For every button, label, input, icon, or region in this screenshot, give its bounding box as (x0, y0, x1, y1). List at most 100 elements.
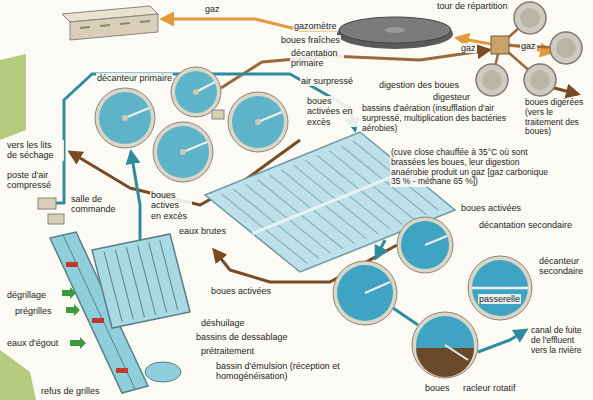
primary-decanter (193, 89, 199, 95)
pretreatment (92, 318, 104, 323)
gasometer (337, 17, 453, 49)
primary-decanter (180, 149, 186, 155)
flow-label: gaz (520, 41, 537, 51)
primary-decanter (196, 82, 215, 92)
digester (556, 38, 576, 58)
pretreatment (92, 234, 190, 328)
pretreatment (38, 198, 190, 393)
flow-label: refus de grilles (40, 386, 101, 396)
pretreatment (48, 214, 64, 224)
part-label: tour de répartition (436, 1, 509, 11)
pipe (376, 240, 385, 258)
pipe (478, 330, 526, 352)
part-label: digesteur (432, 92, 471, 102)
secondary-decanter (412, 312, 478, 378)
primary-decanter (175, 71, 217, 113)
part-label: décanteur primaire (96, 73, 173, 83)
flow-label: gaz (204, 4, 221, 14)
part-label: dégrillage (6, 290, 47, 300)
digester (520, 8, 540, 28)
part-label: prétraitement (200, 346, 255, 356)
secondary-decanter (333, 261, 397, 325)
flow-label: boues activées en excès (306, 96, 360, 127)
pretreatment (62, 287, 76, 299)
pretreatment (116, 368, 128, 373)
gasometer (385, 27, 405, 33)
grass (0, 54, 36, 400)
secondary-decanter (472, 287, 528, 290)
pretreatment (145, 362, 181, 382)
part-label: décantation primaire (290, 48, 344, 69)
pretreatment (66, 304, 80, 316)
digester (482, 70, 502, 90)
part-label: bassin d'émulsion (réception et homogéné… (215, 361, 349, 382)
primary-decanter (125, 108, 149, 118)
flow-label: eaux d'égout (6, 338, 59, 348)
flow-label: eaux brutes (178, 226, 227, 236)
pipe (393, 308, 418, 325)
part-label: bassins d'aération (insufflation d'air s… (361, 104, 525, 133)
flow-label: boues actives en excès (150, 190, 192, 221)
primary-decanter (157, 126, 209, 178)
flow-label: boues activées (210, 286, 272, 296)
digester (524, 64, 556, 96)
secondary-decanter (468, 256, 532, 320)
part-label: racleur rotatif (462, 383, 517, 393)
grass (0, 54, 26, 140)
part-label: salle de commande (70, 194, 116, 215)
primary-decanter (95, 88, 155, 148)
part-label: bassins de dessablage (195, 332, 289, 342)
secondary-decanter (445, 345, 468, 360)
building (70, 14, 158, 40)
secondary-decanter (425, 236, 447, 245)
flow-label: boues activées (460, 203, 522, 213)
flow-label: vers les lits de séchage (6, 140, 64, 161)
pretreatment (104, 240, 178, 321)
primary-decanter (258, 112, 282, 122)
flow-label: boues fraîches (280, 35, 341, 45)
secondary-decanter (365, 282, 390, 293)
primary-decanter (232, 96, 284, 148)
pipe (554, 88, 578, 94)
secondary-decanter (416, 348, 474, 377)
flow-label: boues digérées (vers le traitement des b… (524, 98, 590, 137)
pipe (131, 152, 140, 252)
flow-label: gaz (460, 43, 477, 53)
pretreatment (38, 198, 56, 209)
part-label: déshuilage (200, 318, 246, 328)
digester (476, 2, 582, 96)
part-label: prégrilles (14, 306, 53, 316)
primary-decanter (255, 119, 261, 125)
part-label: gazomètre (293, 21, 338, 31)
primary-decanter (212, 110, 224, 119)
secondary-decanter (472, 260, 528, 316)
primary-decanter (183, 142, 207, 152)
primary-decanter (95, 67, 288, 182)
part-label: décantation secondaire (478, 220, 573, 230)
digester (514, 2, 546, 34)
gasometer (339, 17, 451, 43)
secondary-decanter (337, 265, 393, 321)
note-text: (cuve close chauffée à 35°C où sont bras… (390, 148, 554, 187)
flow-label: air surpressé (300, 76, 354, 86)
pipe (56, 18, 578, 352)
building (80, 21, 150, 28)
part-label: décanteur secondaire (538, 256, 590, 277)
primary-decanter (153, 122, 213, 182)
digester (491, 36, 509, 54)
aeration-basin (253, 171, 408, 234)
building (62, 6, 158, 40)
flow-label: canal de fuite de l'effluent vers la riv… (530, 326, 590, 355)
grass (0, 350, 36, 400)
primary-decanter (228, 92, 288, 152)
part-label: digestion des boues (378, 80, 460, 90)
primary-decanter (122, 115, 128, 121)
part-label: passerelle (478, 294, 521, 304)
secondary-decanter (397, 217, 453, 273)
digester (550, 32, 582, 64)
part-label: boues (424, 383, 451, 393)
digester (476, 64, 508, 96)
secondary-decanter (333, 217, 532, 378)
